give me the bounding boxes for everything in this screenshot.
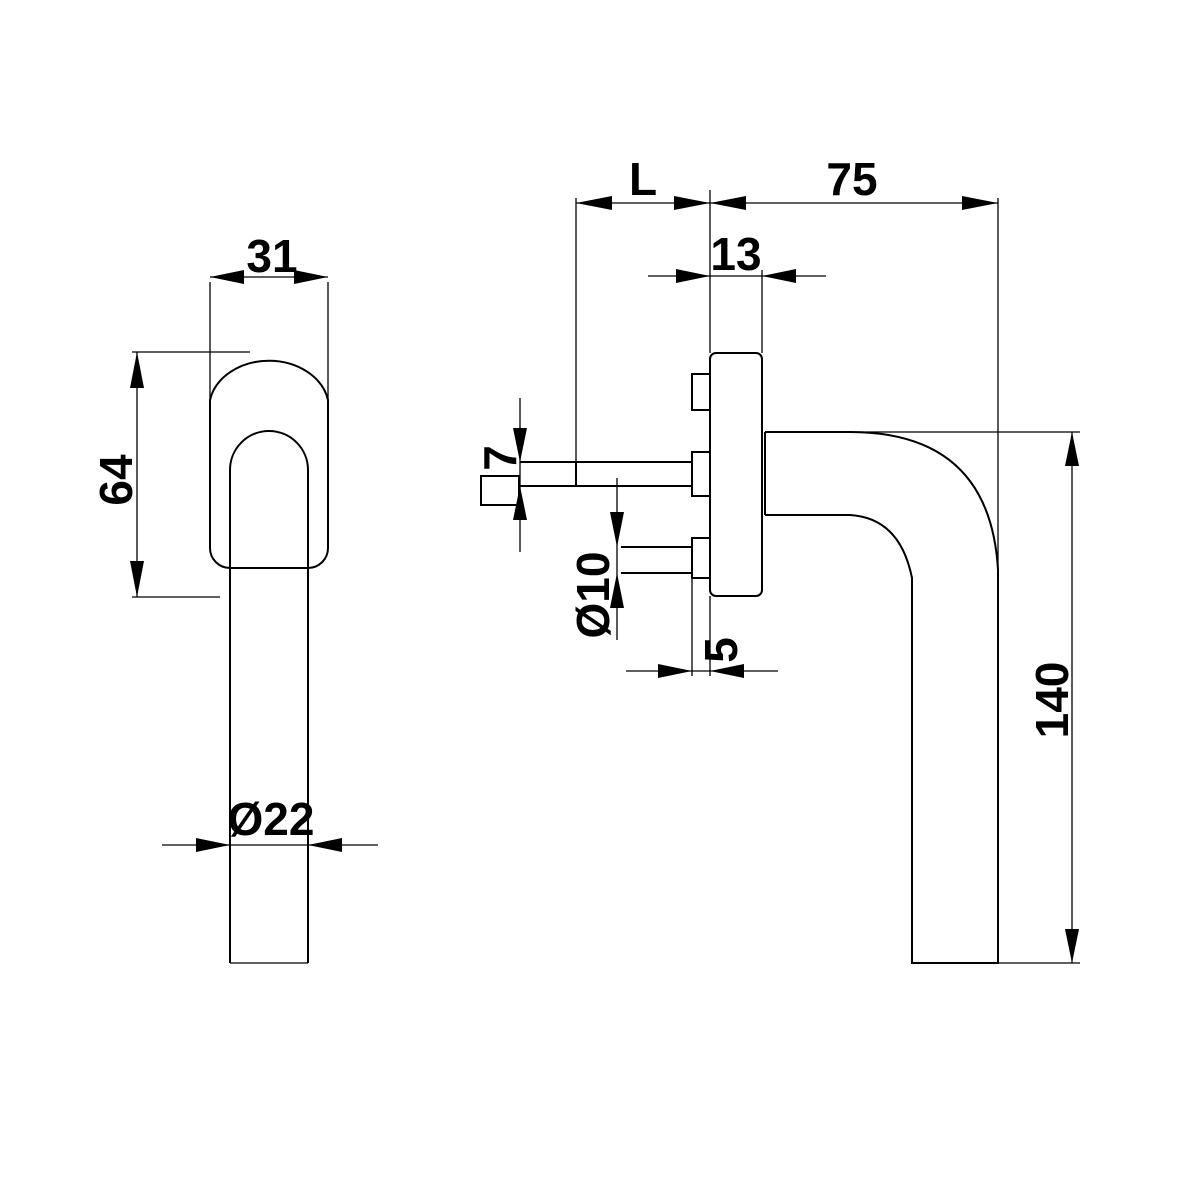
arrowhead: [1065, 432, 1079, 466]
screw-shank: [621, 546, 692, 574]
spindle-end: [480, 475, 520, 506]
arrowhead: [196, 838, 230, 852]
arrowhead: [762, 269, 796, 283]
front-rose-outline: [209, 359, 329, 569]
arrowhead: [674, 196, 710, 210]
spindle: [520, 461, 692, 487]
screw-head-bottom: [691, 537, 711, 579]
height-label: 64: [90, 454, 142, 506]
width-dimension: 31: [209, 230, 329, 400]
spindle-length-dimension: L: [575, 153, 711, 462]
arrowhead: [610, 512, 624, 547]
arrowhead: [513, 428, 527, 462]
arrowhead: [1065, 929, 1079, 963]
height-dimension: 64: [90, 351, 250, 598]
arrowhead: [294, 270, 328, 284]
screw-offset-dimension: 5: [626, 578, 778, 678]
projection-dimension: 75: [710, 153, 999, 963]
arrowhead: [676, 269, 710, 283]
arrowhead: [130, 352, 144, 388]
lever-height-label: 140: [1026, 662, 1078, 739]
side-lever-outline: [765, 431, 999, 964]
arrowhead: [130, 561, 144, 597]
diameter-dimension: Ø22: [162, 793, 378, 963]
rose-thickness-dimension: 13: [648, 228, 826, 353]
rose-thickness-label: 13: [710, 228, 761, 280]
spindle-square-dimension: 7: [474, 398, 527, 552]
front-lever-outline: [229, 430, 309, 963]
arrowhead: [576, 196, 612, 210]
arrowhead: [610, 573, 624, 608]
arrowhead: [710, 664, 744, 678]
width-label: 31: [246, 230, 297, 282]
spindle-square-label: 7: [474, 445, 526, 471]
arrowhead: [658, 664, 692, 678]
arrowhead: [210, 270, 244, 284]
arrowhead: [308, 838, 342, 852]
spindle-length-label: L: [629, 153, 657, 205]
front-view: 31 64 Ø22: [90, 230, 378, 964]
screw-head-top: [691, 373, 711, 411]
spindle-boss: [691, 451, 711, 497]
arrowhead: [513, 486, 527, 520]
projection-label: 75: [826, 153, 877, 205]
lever-height-dimension: 140: [850, 431, 1080, 964]
screw-diameter-label: Ø10: [567, 552, 619, 639]
arrowhead: [962, 196, 998, 210]
screw-offset-label: 5: [695, 637, 747, 663]
arrowhead: [710, 196, 746, 210]
screw-diameter-dimension: Ø10: [567, 478, 624, 640]
side-view: L 75 13 7 Ø10: [474, 153, 1080, 964]
diameter-label: Ø22: [228, 793, 315, 845]
rose-plate: [709, 352, 763, 597]
